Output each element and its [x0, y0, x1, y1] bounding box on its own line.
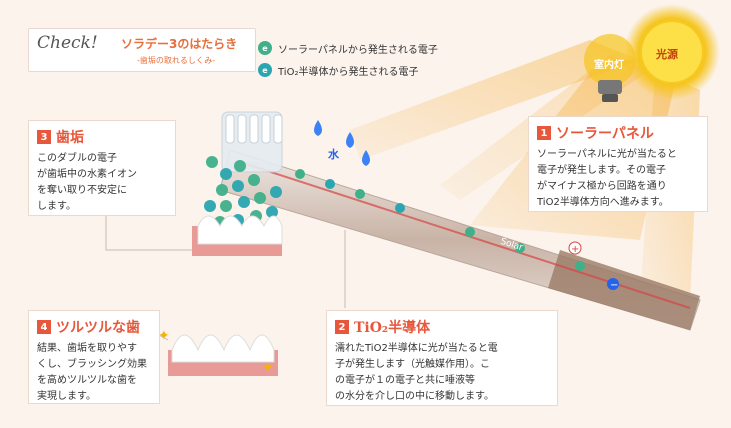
callout-head: 1 ソーラーパネル	[537, 123, 699, 143]
callout-number: 1	[537, 126, 551, 140]
callout-line: TiO2半導体方向へ進みます。	[537, 197, 669, 208]
check-label: Check!	[37, 33, 98, 53]
callout-body: 結果、歯垢を取りやす くし、ブラッシング効果 を高めツルツルな歯を 実現します。	[37, 341, 151, 405]
electron-teal-icon: e	[258, 63, 272, 77]
callout-line: の水分を介し口の中に移動します。	[335, 391, 494, 402]
callout-line: が歯垢中の水素イオン	[37, 169, 137, 180]
water-drop-icon	[346, 132, 354, 148]
callout-number: 4	[37, 320, 51, 334]
header-badge: Check! ソラデー3のはたらき -歯垢の取れるしくみ-	[28, 28, 256, 72]
sun-label: 光源	[656, 48, 678, 61]
legend: e ソーラーパネルから発生される電子 e TiO₂半導体から発生される電子	[258, 40, 438, 78]
legend-label: TiO₂半導体から発生される電子	[278, 66, 419, 78]
electron-green-icon: e	[258, 41, 272, 55]
legend-label: ソーラーパネルから発生される電子	[278, 44, 438, 56]
callout-line: がマイナス極から回路を通り	[537, 181, 667, 192]
water-label: 水	[328, 148, 339, 161]
callout-body: このダブルの電子 が歯垢中の水素イオン を奪い取り不安定に します。	[37, 151, 167, 215]
callout-title: 歯垢	[56, 130, 84, 146]
callout-line: の電子が１の電子と共に唾液等	[335, 375, 475, 386]
callout-line: を高めツルツルな歯を	[37, 375, 137, 386]
callout-line: 実現します。	[37, 391, 96, 402]
electron-flow	[295, 169, 585, 271]
callout-head: 4 ツルツルな歯	[37, 317, 151, 337]
callout-line: くし、ブラッシング効果	[37, 359, 147, 370]
callout-line: します。	[37, 201, 76, 212]
teeth-plaque-icon	[192, 215, 283, 256]
callout-number: 3	[37, 130, 51, 144]
header-subtitle: -歯垢の取れるしくみ-	[137, 56, 216, 65]
callout-line: 子が発生します（光触媒作用）。こ	[335, 359, 490, 370]
sun-icon	[624, 4, 720, 100]
water-drop-icon	[362, 150, 370, 166]
callout-body: ソーラーパネルに光が当たると 電子が発生します。その電子 がマイナス極から回路を…	[537, 147, 699, 211]
callout-semiconductor: 2 TiO₂半導体 濡れたTiO2半導体に光が当たると電 子が発生します（光触媒…	[326, 310, 558, 406]
toothbrush-icon	[219, 111, 701, 331]
plus-pole-icon	[568, 241, 582, 255]
callout-line: 結果、歯垢を取りやす	[37, 343, 137, 354]
callout-smooth-teeth: 4 ツルツルな歯 結果、歯垢を取りやす くし、ブラッシング効果 を高めツルツルな…	[28, 310, 160, 404]
svg-text:−: −	[610, 280, 618, 291]
callout-line: ソーラーパネルに光が当たると	[537, 149, 677, 160]
teeth-clean-icon	[168, 334, 278, 376]
water-drop-icon	[314, 120, 322, 136]
sparkle-icon: ✦	[262, 360, 274, 376]
callout-head: 2 TiO₂半導体	[335, 317, 549, 337]
callout-line: このダブルの電子	[37, 153, 117, 164]
callout-title: ツルツルな歯	[56, 320, 140, 336]
header-title: ソラデー3のはたらき	[121, 37, 238, 51]
callout-line: を奪い取り不安定に	[37, 185, 127, 196]
callout-title: ソーラーパネル	[556, 126, 654, 142]
minus-pole-icon	[607, 278, 619, 290]
callout-number: 2	[335, 320, 349, 334]
light-ray	[350, 40, 640, 160]
callout-solar-panel: 1 ソーラーパネル ソーラーパネルに光が当たると 電子が発生します。その電子 が…	[528, 116, 708, 212]
callout-head: 3 歯垢	[37, 127, 167, 147]
callout-line: 電子が発生します。その電子	[537, 165, 666, 176]
callout-body: 濡れたTiO2半導体に光が当たると電 子が発生します（光触媒作用）。こ の電子が…	[335, 341, 549, 405]
callout-line: 濡れたTiO2半導体に光が当たると電	[335, 343, 498, 354]
svg-text:+: +	[571, 244, 579, 255]
lamp-icon	[584, 34, 636, 102]
callout-plaque: 3 歯垢 このダブルの電子 が歯垢中の水素イオン を奪い取り不安定に します。	[28, 120, 176, 216]
legend-item: e ソーラーパネルから発生される電子	[258, 40, 438, 56]
lamp-label: 室内灯	[594, 60, 624, 71]
callout-title: TiO₂半導体	[354, 320, 431, 336]
legend-item: e TiO₂半導体から発生される電子	[258, 62, 438, 78]
